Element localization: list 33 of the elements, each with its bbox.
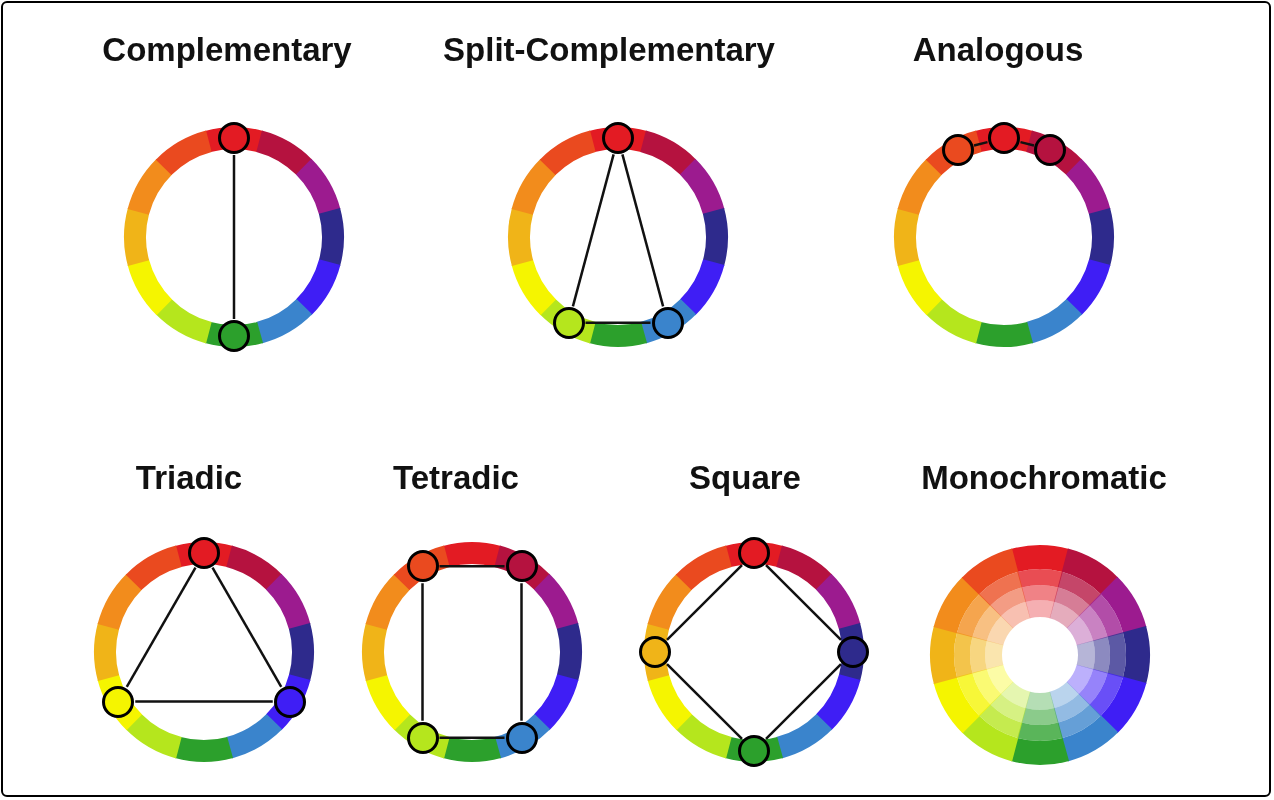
color-marker (738, 735, 770, 767)
color-marker (639, 636, 671, 668)
connector-line (520, 583, 523, 721)
connector-line (621, 154, 665, 307)
connector-line (421, 583, 424, 721)
connector-line (439, 736, 505, 739)
connector-line (571, 154, 615, 307)
color-marker (552, 306, 585, 339)
color-marker (218, 320, 250, 352)
color-marker (218, 122, 250, 154)
scheme-title: Complementary (101, 33, 353, 66)
connector-line (211, 567, 283, 688)
connector-line (135, 700, 273, 703)
connector-line (585, 321, 651, 324)
color-marker (941, 133, 974, 166)
color-marker (406, 550, 439, 583)
connector-line (973, 140, 988, 147)
connector-line (232, 155, 236, 319)
scheme-title: Split-Complementary (442, 33, 776, 66)
connector-line (1020, 140, 1035, 147)
scheme-title: Triadic (134, 461, 244, 494)
scheme-title: Monochromatic (920, 461, 1168, 494)
color-marker (602, 122, 634, 154)
color-marker (738, 537, 770, 569)
color-marker (188, 537, 220, 569)
connector-line (439, 565, 505, 568)
scheme-title: Analogous (911, 33, 1085, 66)
color-marker (406, 721, 439, 754)
connector-line (125, 567, 197, 688)
color-marker (988, 122, 1020, 154)
color-marker (837, 636, 869, 668)
scheme-title: Tetradic (392, 461, 520, 494)
color-marker (1034, 133, 1067, 166)
